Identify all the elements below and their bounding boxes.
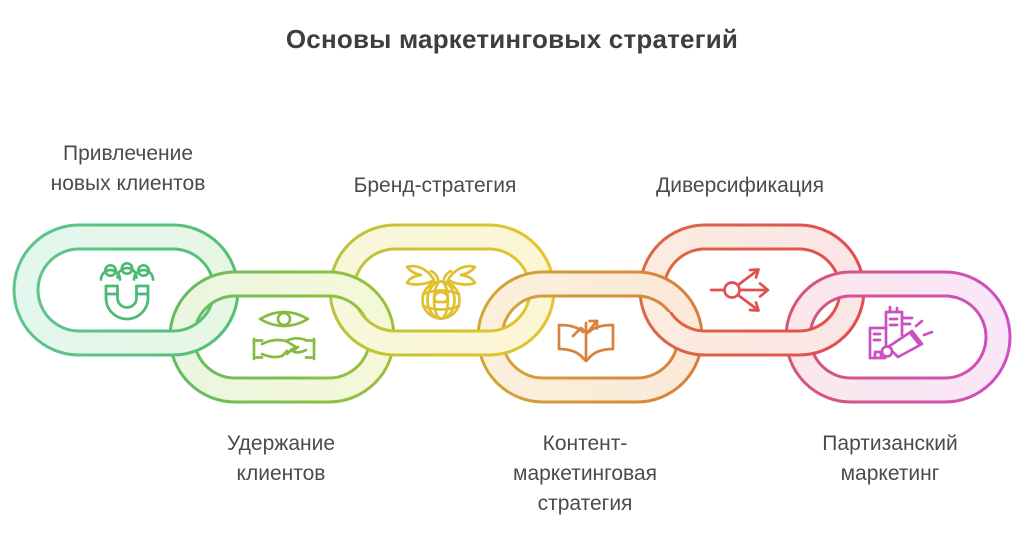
chain-link-6 [784, 270, 1012, 404]
chain-link-3 [328, 312, 556, 357]
magnet-attract-clients-icon [99, 261, 155, 321]
chain-link-1 [160, 312, 236, 357]
winged-medal-brand-icon [405, 264, 477, 320]
branch-arrows-diversification-icon [709, 268, 770, 312]
label-diversification: Диверсификация [656, 174, 824, 197]
label-guerrilla-marketing: Партизанский маркетинг [822, 432, 958, 485]
building-megaphone-guerrilla-icon [868, 305, 934, 360]
eye-handshake-retention-icon [252, 310, 316, 361]
book-growth-content-icon [557, 319, 615, 363]
label-attract-new-clients: Привлечение новых клиентов [50, 142, 206, 195]
chain-link-5 [638, 312, 866, 357]
label-brand-strategy: Бренд-стратегия [353, 174, 517, 197]
label-content-marketing-strategy: Контент- маркетинговая стратегия [513, 432, 657, 515]
label-client-retention: Удержание клиентов [226, 432, 336, 485]
page-title: Основы маркетинговых стратегий [285, 24, 739, 54]
